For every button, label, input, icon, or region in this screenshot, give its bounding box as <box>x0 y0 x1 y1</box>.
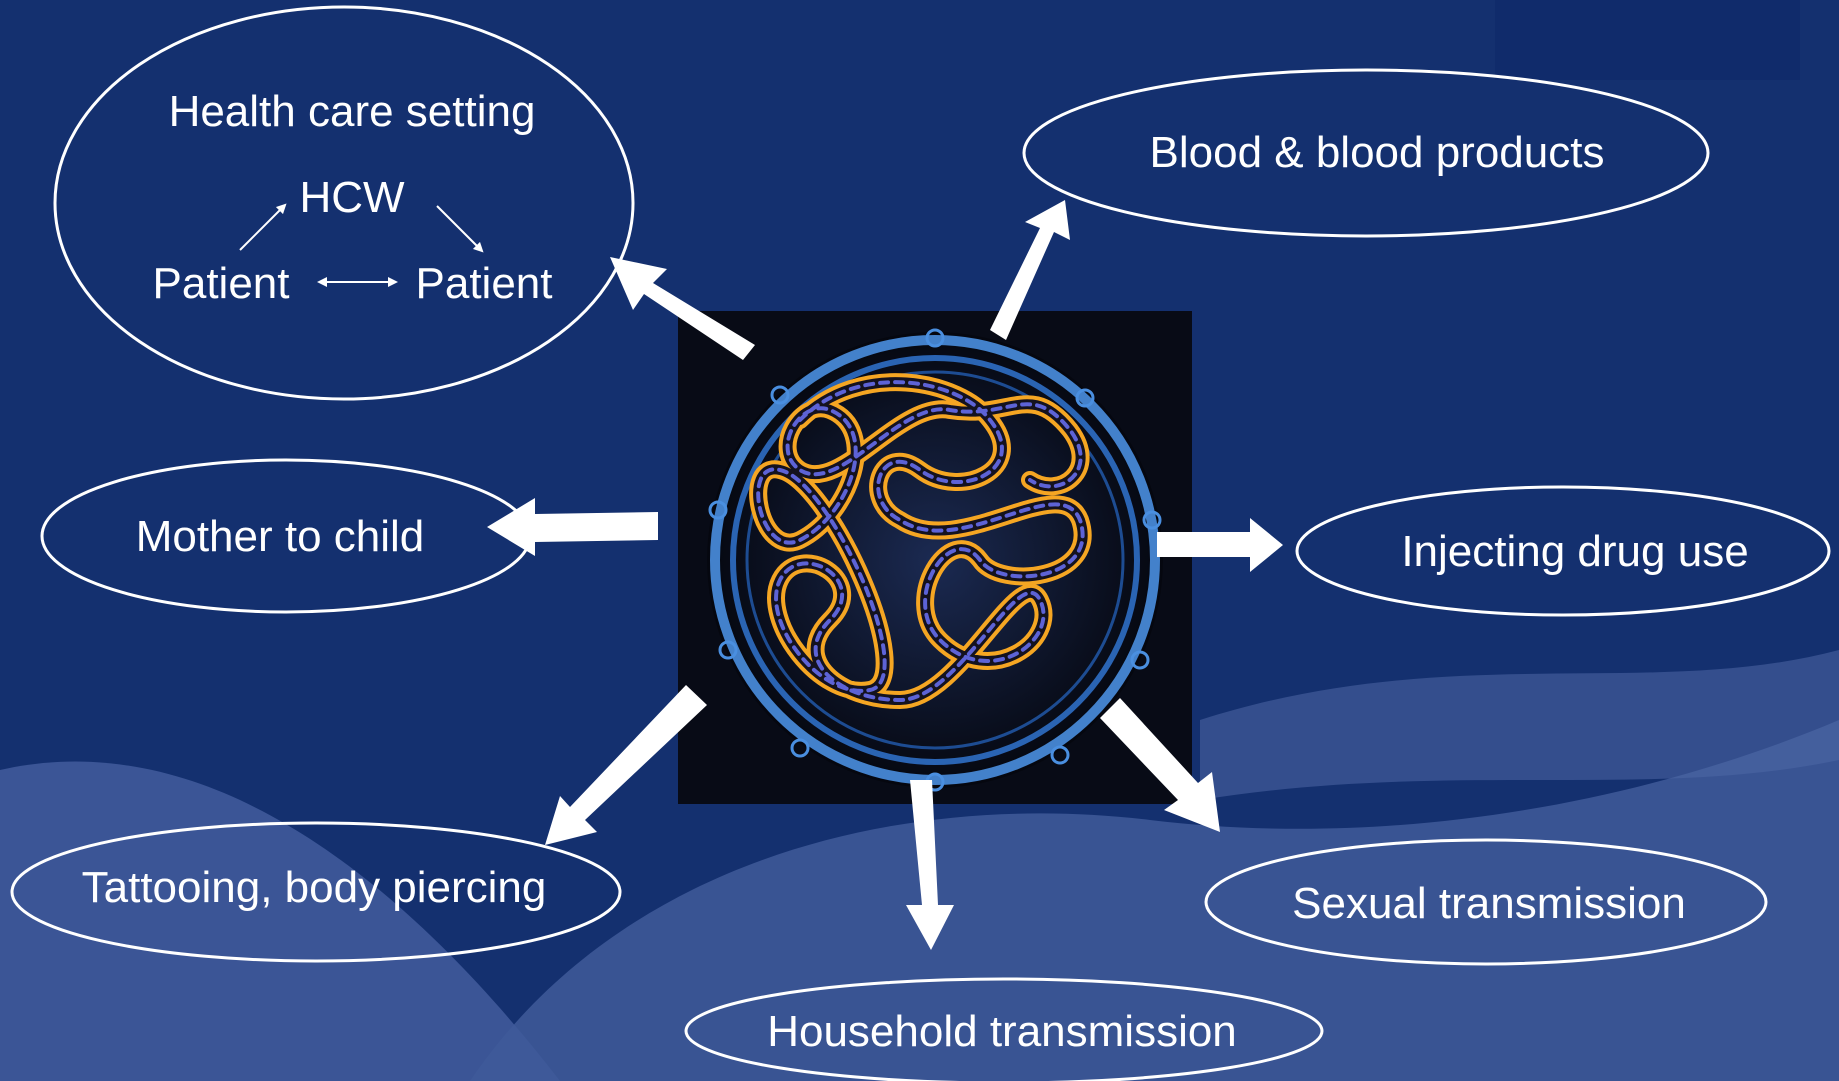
node-health-care: Health care setting HCW Patient Patient <box>55 7 633 399</box>
hcw-label: HCW <box>299 173 405 222</box>
wave-shape <box>0 762 560 1081</box>
mother-label: Mother to child <box>136 512 425 561</box>
node-injecting: Injecting drug use <box>1297 487 1829 615</box>
household-label: Household transmission <box>767 1007 1237 1056</box>
node-mother: Mother to child <box>42 460 530 612</box>
arrow-hcw-to-patient <box>437 206 480 249</box>
blood-label: Blood & blood products <box>1150 128 1605 177</box>
arrow-patient-to-hcw <box>240 207 283 250</box>
sexual-label: Sexual transmission <box>1292 879 1686 928</box>
patient-left-label: Patient <box>153 259 290 308</box>
node-blood: Blood & blood products <box>1024 70 1708 236</box>
patient-right-label: Patient <box>416 259 553 308</box>
tattoo-label: Tattooing, body piercing <box>82 863 547 912</box>
corner-panel <box>1495 0 1800 80</box>
health-care-title: Health care setting <box>169 87 536 136</box>
injecting-label: Injecting drug use <box>1401 527 1748 576</box>
